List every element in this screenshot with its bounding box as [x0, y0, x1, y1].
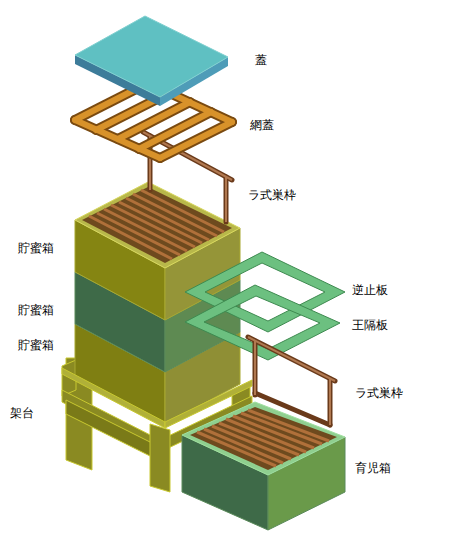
part-label: 架台: [10, 406, 34, 420]
queen-excluder: [185, 285, 340, 360]
part-label: 貯蜜箱: [18, 241, 54, 255]
part-label: ラ式巣枠: [248, 188, 296, 202]
part-label: 蓋: [255, 53, 267, 67]
part-label: 逆止板: [352, 283, 388, 297]
part-label: 貯蜜箱: [18, 338, 54, 352]
brood-box: [182, 402, 345, 530]
part-label: 育児箱: [355, 461, 391, 475]
part-label: 王隔板: [352, 318, 388, 332]
part-label: 網蓋: [250, 118, 274, 132]
lid: [75, 16, 228, 106]
part-label: ラ式巣枠: [355, 386, 403, 400]
part-label: 貯蜜箱: [18, 303, 54, 317]
